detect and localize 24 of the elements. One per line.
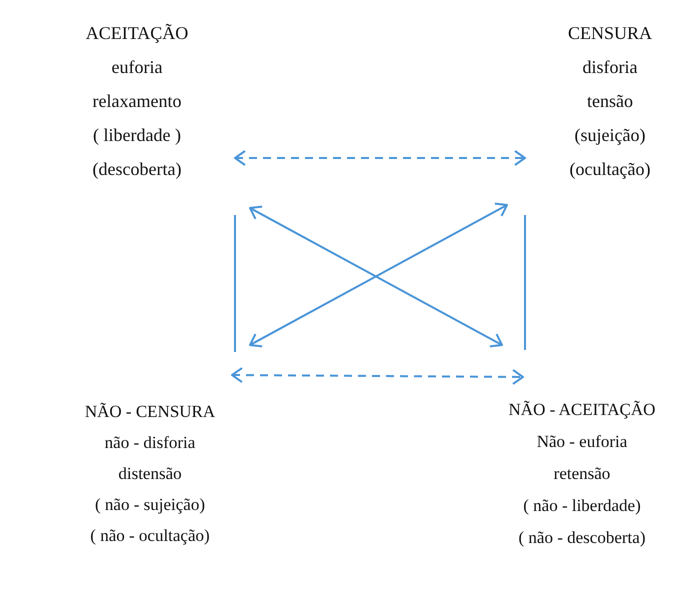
term-heading: CENSURA: [566, 22, 653, 45]
term-text: euforia: [110, 56, 164, 79]
arrow: [231, 367, 524, 385]
term-text: relaxamento: [92, 90, 182, 113]
term-heading: NÃO - ACEITAÇÃO: [508, 399, 656, 421]
term-text: Não - euforia: [536, 431, 628, 453]
term-text: (sujeição): [574, 124, 646, 147]
term-heading: ACEITAÇÃO: [84, 22, 190, 45]
connector-line: [524, 215, 526, 350]
term-text: (descoberta): [92, 158, 182, 181]
term-text: disforia: [582, 56, 638, 79]
term-text: não - disforia: [104, 432, 196, 454]
term-text: (ocultação): [568, 158, 652, 181]
term-text: ( não - liberdade): [522, 495, 642, 517]
arrow: [234, 150, 526, 166]
term-text: ( liberdade ): [92, 124, 182, 147]
term-heading: NÃO - CENSURA: [84, 401, 216, 423]
term-text: distensão: [117, 463, 183, 485]
term-text: retensão: [552, 463, 612, 485]
term-text: ( não - ocultação): [89, 525, 211, 547]
term-text: tensão: [586, 90, 634, 113]
term-text: ( não - sujeição): [94, 494, 206, 516]
connector-line: [234, 215, 236, 352]
term-text: ( não - descoberta): [518, 527, 646, 549]
